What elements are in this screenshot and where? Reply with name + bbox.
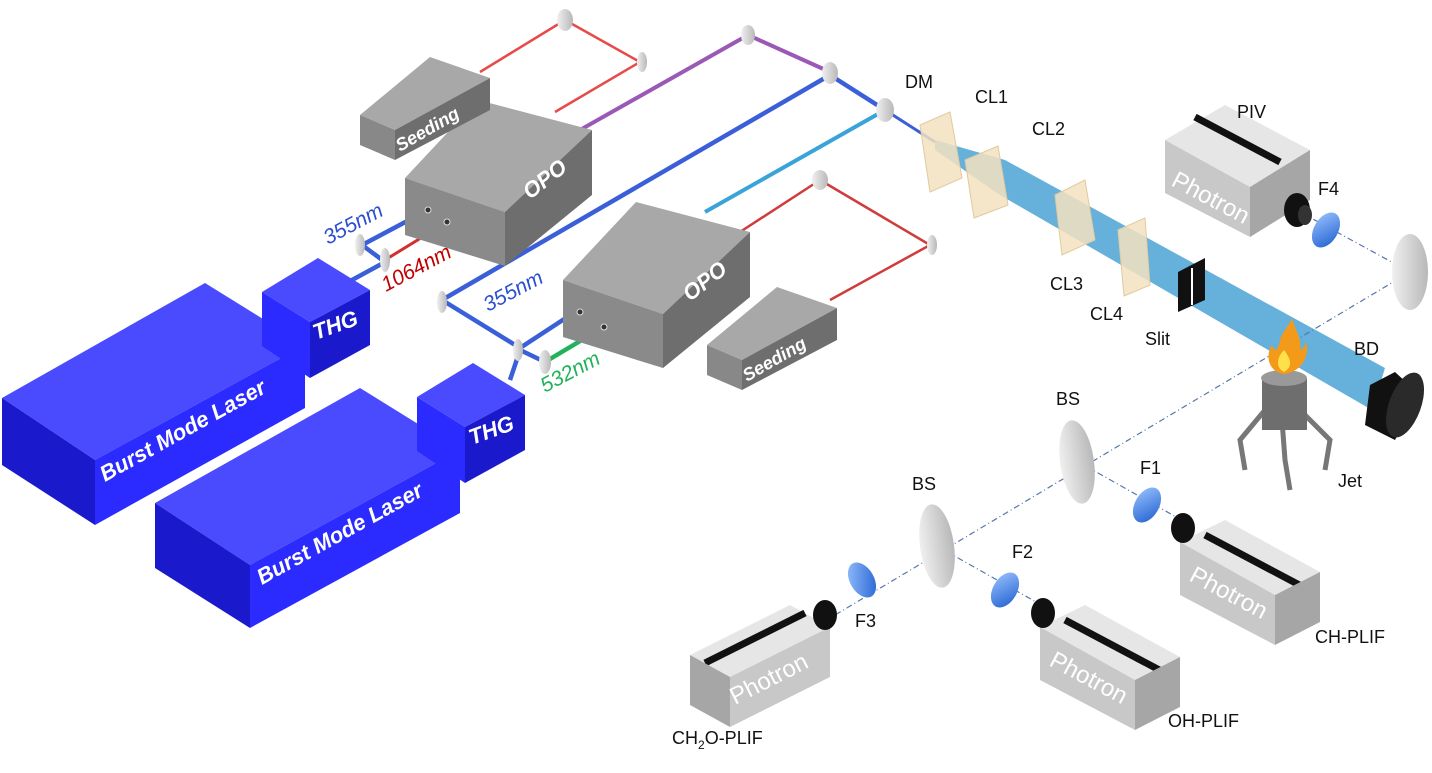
label-cl1: CL1 bbox=[975, 87, 1008, 107]
mirror bbox=[822, 62, 838, 84]
detection-paths bbox=[829, 211, 1411, 619]
cl3-lens bbox=[1054, 179, 1096, 256]
label-jet: Jet bbox=[1338, 471, 1362, 491]
label-bd: BD bbox=[1354, 339, 1379, 359]
label-bs-2: BS bbox=[912, 474, 936, 494]
filter-f3 bbox=[847, 562, 877, 598]
label-slit: Slit bbox=[1145, 329, 1170, 349]
laser-sheet bbox=[935, 140, 1385, 410]
thg-1: THG bbox=[262, 258, 370, 378]
camera-oh-plif: Photron bbox=[1031, 598, 1180, 730]
mirror bbox=[741, 25, 755, 45]
mirror bbox=[355, 234, 365, 256]
mirrors bbox=[355, 9, 937, 374]
seed-beam-1 bbox=[479, 18, 642, 114]
burst-laser-2: Burst Mode Laser bbox=[155, 388, 460, 628]
opo-2: OPO bbox=[563, 202, 750, 368]
beam-splitter-2 bbox=[919, 504, 955, 588]
label-dm: DM bbox=[905, 72, 933, 92]
label-f4: F4 bbox=[1318, 179, 1339, 199]
thg-2: THG bbox=[417, 363, 525, 483]
label-bs-1: BS bbox=[1056, 389, 1080, 409]
burst-laser-1: Burst Mode Laser bbox=[2, 283, 305, 525]
label-cl3: CL3 bbox=[1050, 274, 1083, 294]
label-piv: PIV bbox=[1237, 102, 1266, 122]
mirror bbox=[812, 170, 828, 190]
cl1-lens bbox=[919, 111, 963, 193]
beam-dump bbox=[1365, 372, 1425, 440]
filter-f1 bbox=[1132, 487, 1162, 523]
label-oh-plif: OH-PLIF bbox=[1168, 711, 1239, 731]
cl4-lens bbox=[1117, 217, 1151, 297]
jet-burner bbox=[1237, 318, 1333, 491]
mirror bbox=[380, 248, 390, 272]
filter-f2 bbox=[990, 572, 1020, 608]
mirror-large bbox=[1392, 234, 1428, 310]
mirror bbox=[557, 9, 573, 31]
uv-beam-1 bbox=[328, 208, 430, 294]
camera-piv: Photron bbox=[1165, 105, 1312, 237]
label-cl2: CL2 bbox=[1032, 119, 1065, 139]
wavelength-1064: 1064nm bbox=[378, 240, 456, 296]
label-ch-plif: CH-PLIF bbox=[1315, 627, 1385, 647]
dichroic-mirror bbox=[876, 98, 894, 122]
mirror bbox=[927, 235, 937, 255]
label-f2: F2 bbox=[1012, 542, 1033, 562]
label-f3: F3 bbox=[855, 611, 876, 631]
light-blue-beam bbox=[704, 108, 886, 214]
camera-ch2o-plif: Photron bbox=[690, 600, 837, 727]
flame-icon bbox=[1268, 318, 1308, 374]
mirror bbox=[437, 291, 447, 313]
label-ch2o-plif: CH2O-PLIF bbox=[672, 728, 763, 752]
label-cl4: CL4 bbox=[1090, 304, 1123, 324]
wavelength-355-1: 355nm bbox=[320, 199, 387, 249]
cylindrical-lenses bbox=[919, 111, 1151, 297]
seeding-1: Seeding bbox=[360, 57, 490, 160]
camera-ch-plif: Photron bbox=[1171, 513, 1320, 645]
opo-1: OPO bbox=[405, 100, 592, 266]
mirror bbox=[637, 52, 647, 72]
beam-splitter-1 bbox=[1059, 420, 1095, 504]
cl2-lens bbox=[964, 145, 1009, 219]
mirror bbox=[539, 350, 551, 374]
label-f1: F1 bbox=[1140, 458, 1161, 478]
mirror bbox=[513, 339, 523, 361]
seed-beam-2 bbox=[739, 178, 932, 302]
filter-f4 bbox=[1311, 212, 1341, 248]
